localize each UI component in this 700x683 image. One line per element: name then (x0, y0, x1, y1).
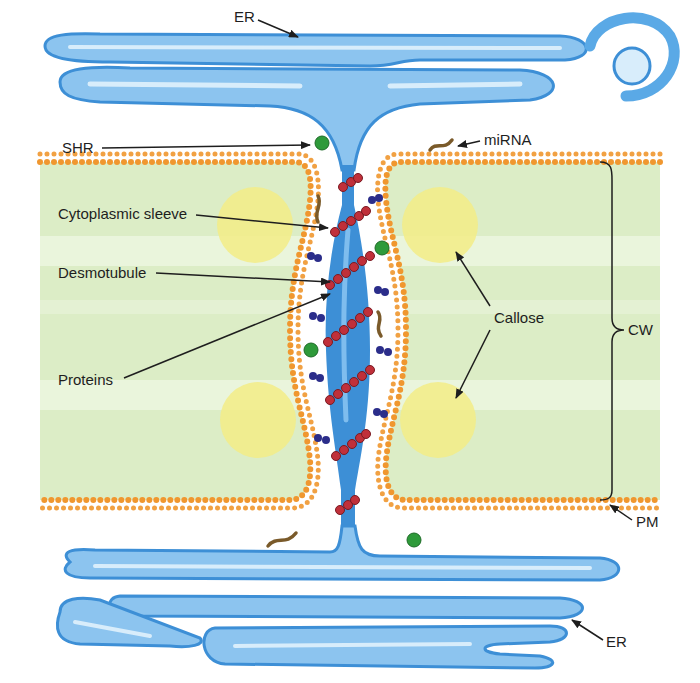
protein-beads (324, 174, 375, 515)
shr-protein (304, 136, 421, 547)
part-label: PM (636, 513, 659, 531)
part-label: ER (234, 8, 255, 26)
part-label: SHR (62, 139, 94, 157)
endoplasmic-reticulum (57, 526, 618, 668)
part-label: Cytoplasmic sleeve (58, 205, 187, 223)
protein-spokes (307, 194, 392, 444)
leader-arrow (102, 20, 632, 640)
part-label: ER (606, 633, 627, 651)
callose-deposit (400, 382, 476, 458)
wall-bracket (600, 162, 624, 500)
part-label: miRNA (484, 131, 532, 149)
part-label: Callose (494, 309, 544, 327)
endoplasmic-reticulum (45, 18, 674, 170)
desmotubule (326, 165, 370, 528)
part-label: CW (628, 321, 653, 339)
callose-deposit (217, 187, 293, 263)
part-label: Desmotubule (58, 264, 146, 282)
part-label: Proteins (58, 371, 113, 389)
callose-deposit (220, 382, 296, 458)
callose-deposit (402, 187, 478, 263)
mirna-strand (268, 140, 452, 546)
